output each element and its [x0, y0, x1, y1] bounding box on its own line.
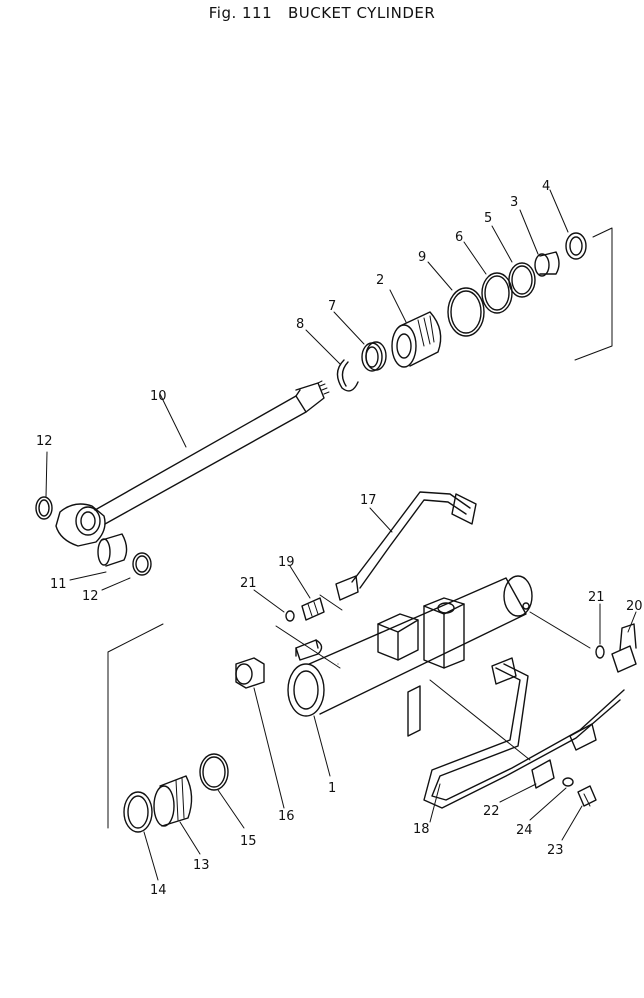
- callout-4: 4: [542, 179, 550, 194]
- callout-8: 8: [296, 317, 304, 332]
- figure-title: Fig. 111 BUCKET CYLINDER: [0, 4, 644, 22]
- dust-seal: [565, 232, 587, 260]
- head-bushing: [534, 251, 560, 277]
- callout-11: 11: [50, 577, 67, 592]
- callout-15: 15: [240, 834, 257, 849]
- callout-5: 5: [484, 211, 492, 226]
- callout-12b: 12: [82, 589, 99, 604]
- callout-23: 23: [547, 843, 564, 858]
- lower-oil-tube: [423, 657, 625, 809]
- leader-lines: [45, 189, 637, 881]
- figure-label: Fig. 111: [208, 4, 273, 22]
- callout-21b: 21: [588, 590, 605, 605]
- cylinder-head: [391, 311, 442, 368]
- o-ring-left: [285, 610, 295, 622]
- callout-20: 20: [626, 599, 643, 614]
- callout-16: 16: [278, 809, 295, 824]
- rod-seal: [361, 341, 387, 372]
- dust-seal-upper: [35, 496, 53, 520]
- backup-ring: [481, 272, 513, 314]
- elbow-20: [611, 623, 637, 673]
- head-o-ring: [447, 287, 485, 337]
- callout-9: 9: [418, 250, 426, 265]
- piston-nut: [235, 657, 265, 689]
- wear-ring: [199, 753, 229, 791]
- callout-22: 22: [483, 804, 500, 819]
- piston: [153, 775, 193, 827]
- callout-21a: 21: [240, 576, 257, 591]
- callout-3: 3: [510, 195, 518, 210]
- callout-6: 6: [455, 230, 463, 245]
- piston-ring: [123, 791, 153, 833]
- callout-2: 2: [376, 273, 384, 288]
- clamp: [531, 759, 555, 789]
- callout-17: 17: [360, 493, 377, 508]
- cylinder-tube: [287, 575, 533, 737]
- seal-kit-bracket: [574, 227, 613, 361]
- piston-kit-bracket: [107, 623, 164, 829]
- callout-10: 10: [150, 389, 167, 404]
- snap-ring: [336, 359, 359, 392]
- bolt: [577, 785, 597, 807]
- callout-18: 18: [413, 822, 430, 837]
- o-ring: [508, 262, 536, 298]
- callout-13: 13: [193, 858, 210, 873]
- rod-bushing: [97, 533, 128, 567]
- washer: [562, 777, 574, 787]
- callout-14: 14: [150, 883, 167, 898]
- callout-12a: 12: [36, 434, 53, 449]
- callout-19: 19: [278, 555, 295, 570]
- dust-seal-lower: [132, 552, 152, 576]
- callout-24: 24: [516, 823, 533, 838]
- upper-oil-tube: [335, 491, 477, 601]
- piston-rod: [55, 380, 330, 547]
- callout-7: 7: [328, 299, 336, 314]
- elbow-fitting: [301, 597, 325, 621]
- figure-name: BUCKET CYLINDER: [287, 4, 436, 22]
- callout-1: 1: [328, 781, 336, 796]
- o-ring-right: [595, 645, 605, 659]
- callout-numbers: 1 2 3 4 5 6 7 8 9 10 11 12 12 13 14 15 1…: [36, 179, 643, 898]
